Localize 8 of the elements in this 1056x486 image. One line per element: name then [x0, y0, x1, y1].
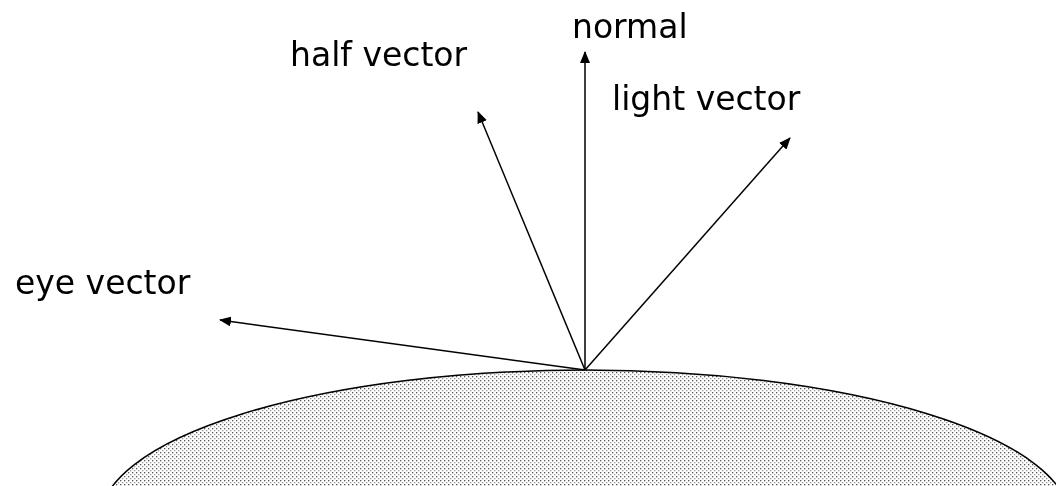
vector-label: eye vector: [15, 264, 191, 302]
arrow: [580, 51, 590, 371]
vector-label: half vector: [290, 36, 468, 74]
vector-label: normal: [572, 8, 688, 46]
arrow: [584, 137, 791, 371]
arrow: [219, 316, 586, 371]
arrow: [477, 111, 586, 371]
vector-label: light vector: [612, 80, 801, 118]
